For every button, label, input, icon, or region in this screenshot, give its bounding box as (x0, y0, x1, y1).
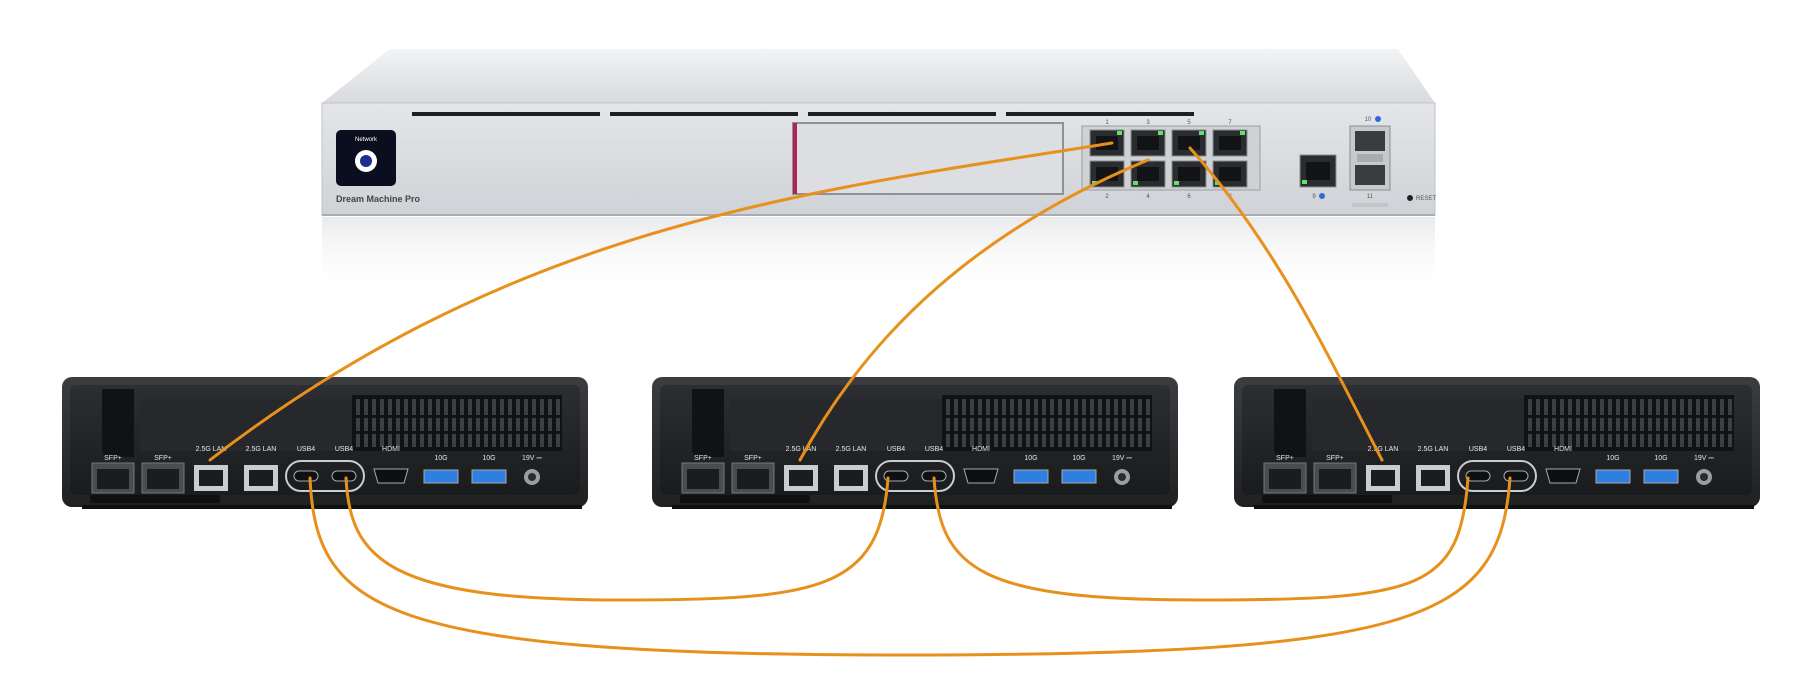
cable-usb4-node2-to-node3 (932, 476, 1470, 602)
node-label-usb-a-1: 10G (434, 455, 447, 462)
node-port-dc (524, 469, 540, 485)
node-label-usb-a-2: 10G (482, 455, 495, 462)
node-port-sfp-2 (141, 462, 185, 494)
node-port-sfp-1 (681, 462, 725, 494)
node-port-usb4-2 (331, 470, 357, 482)
router-port-5 (1171, 129, 1207, 157)
node-label-usb4-2: USB4 (1507, 446, 1525, 453)
node-label-usb-a-2: 10G (1072, 455, 1085, 462)
node-port-hdmi (373, 468, 409, 484)
node-2: SFP+ SFP+ 2.5G LAN 2.5G LAN USB4 USB4 HD… (652, 377, 1178, 509)
node-port-usb-a-1 (1595, 469, 1631, 484)
node-port-usb4-1 (293, 470, 319, 482)
node-port-lan-1 (784, 465, 818, 491)
node-port-usb4-2 (1503, 470, 1529, 482)
node-port-dc (1696, 469, 1712, 485)
router-device: Network Dream Machine Pro 1 3 5 7 2 4 6 … (321, 49, 1436, 297)
router-reflection (322, 217, 1435, 297)
cable-router-port5-to-node3-lan (1188, 146, 1384, 462)
node-label-hdmi: HDMI (972, 446, 990, 453)
node-port-usb4-1 (1465, 470, 1491, 482)
node-port-hdmi (963, 468, 999, 484)
node-label-usb-a-1: 10G (1024, 455, 1037, 462)
node-label-lan-2: 2.5G LAN (836, 446, 867, 453)
node-port-usb-a-2 (1061, 469, 1097, 484)
cable-router-port1-to-node1-lan (208, 141, 1114, 462)
router-port-7 (1212, 129, 1248, 157)
node-port-lan-1 (194, 465, 228, 491)
node-label-sfp-2: SFP+ (1326, 455, 1344, 462)
cable-router-port4-to-node2-lan (798, 158, 1150, 462)
node-label-sfp-1: SFP+ (1276, 455, 1294, 462)
node-label-sfp-2: SFP+ (744, 455, 762, 462)
node-label-dc: 19V ⎓ (522, 455, 542, 462)
router-model-label: Dream Machine Pro (336, 194, 421, 204)
router-port-3 (1130, 129, 1166, 157)
node-label-usb4-1: USB4 (1469, 446, 1487, 453)
node-label-lan-1: 2.5G LAN (196, 446, 227, 453)
node-port-usb-a-2 (1643, 469, 1679, 484)
node-port-usb-a-1 (423, 469, 459, 484)
node-label-sfp-2: SFP+ (154, 455, 172, 462)
router-sfp-number-11: 11 (1367, 194, 1374, 200)
router-switch-ports: 1 3 5 7 2 4 6 8 (1081, 120, 1261, 200)
node-label-dc: 19V ⎓ (1694, 455, 1714, 462)
node-port-usb4-1 (883, 470, 909, 482)
node-label-lan-1: 2.5G LAN (1368, 446, 1399, 453)
router-wan-port-number: 9 (1312, 194, 1316, 200)
node-label-usb4-2: USB4 (335, 446, 353, 453)
cable-usb4-node1-to-node2 (344, 476, 890, 602)
router-port-number-2: 2 (1105, 194, 1109, 200)
router-port-number-3: 3 (1146, 120, 1150, 126)
node-port-sfp-2 (1313, 462, 1357, 494)
node-label-usb4-1: USB4 (887, 446, 905, 453)
node-port-lan-2 (834, 465, 868, 491)
router-port-number-1: 1 (1105, 120, 1109, 126)
node-port-dc (1114, 469, 1130, 485)
router-port-number-6: 6 (1187, 194, 1191, 200)
node-port-usb-a-2 (471, 469, 507, 484)
router-screen-label: Network (355, 137, 378, 143)
node-3: SFP+ SFP+ 2.5G LAN 2.5G LAN USB4 USB4 HD… (1234, 377, 1760, 509)
router-port-6 (1171, 160, 1207, 188)
node-label-sfp-1: SFP+ (104, 455, 122, 462)
router-top-surface (322, 49, 1435, 103)
node-label-hdmi: HDMI (1554, 446, 1572, 453)
node-label-usb4-1: USB4 (297, 446, 315, 453)
node-port-hdmi (1545, 468, 1581, 484)
reset-dot-icon[interactable] (1407, 195, 1413, 201)
node-vent-grille (352, 395, 562, 451)
router-sfp-number-10: 10 (1365, 117, 1372, 123)
node-port-lan-2 (1416, 465, 1450, 491)
cable-usb4-node1-to-node3 (308, 476, 1512, 657)
router-sfp-ports: 10 11 (1349, 116, 1391, 207)
node-label-hdmi: HDMI (382, 446, 400, 453)
bluetooth-icon (1319, 193, 1325, 199)
router-reset-label: RESET (1416, 196, 1436, 202)
node-port-sfp-1 (1263, 462, 1307, 494)
router-wan-port: 9 (1299, 154, 1337, 200)
node-port-lan-1 (1366, 465, 1400, 491)
node-vent-grille (942, 395, 1152, 451)
cables (208, 141, 1512, 657)
node-label-sfp-1: SFP+ (694, 455, 712, 462)
router-port-number-4: 4 (1146, 194, 1150, 200)
node-port-sfp-2 (731, 462, 775, 494)
node-port-lan-2 (244, 465, 278, 491)
node-label-lan-2: 2.5G LAN (246, 446, 277, 453)
node-label-lan-2: 2.5G LAN (1418, 446, 1449, 453)
node-label-usb-a-1: 10G (1606, 455, 1619, 462)
node-label-usb4-2: USB4 (925, 446, 943, 453)
router-port-number-5: 5 (1187, 120, 1191, 126)
node-port-sfp-1 (91, 462, 135, 494)
node-1: SFP+ SFP+ 2.5G LAN 2.5G LAN USB4 USB4 HD… (62, 377, 588, 509)
node-label-dc: 19V ⎓ (1112, 455, 1132, 462)
node-label-lan-1: 2.5G LAN (786, 446, 817, 453)
bluetooth-icon (1375, 116, 1381, 122)
node-label-usb-a-2: 10G (1654, 455, 1667, 462)
router-port-number-7: 7 (1228, 120, 1232, 126)
node-vent-grille (1524, 395, 1734, 451)
node-port-usb-a-1 (1013, 469, 1049, 484)
